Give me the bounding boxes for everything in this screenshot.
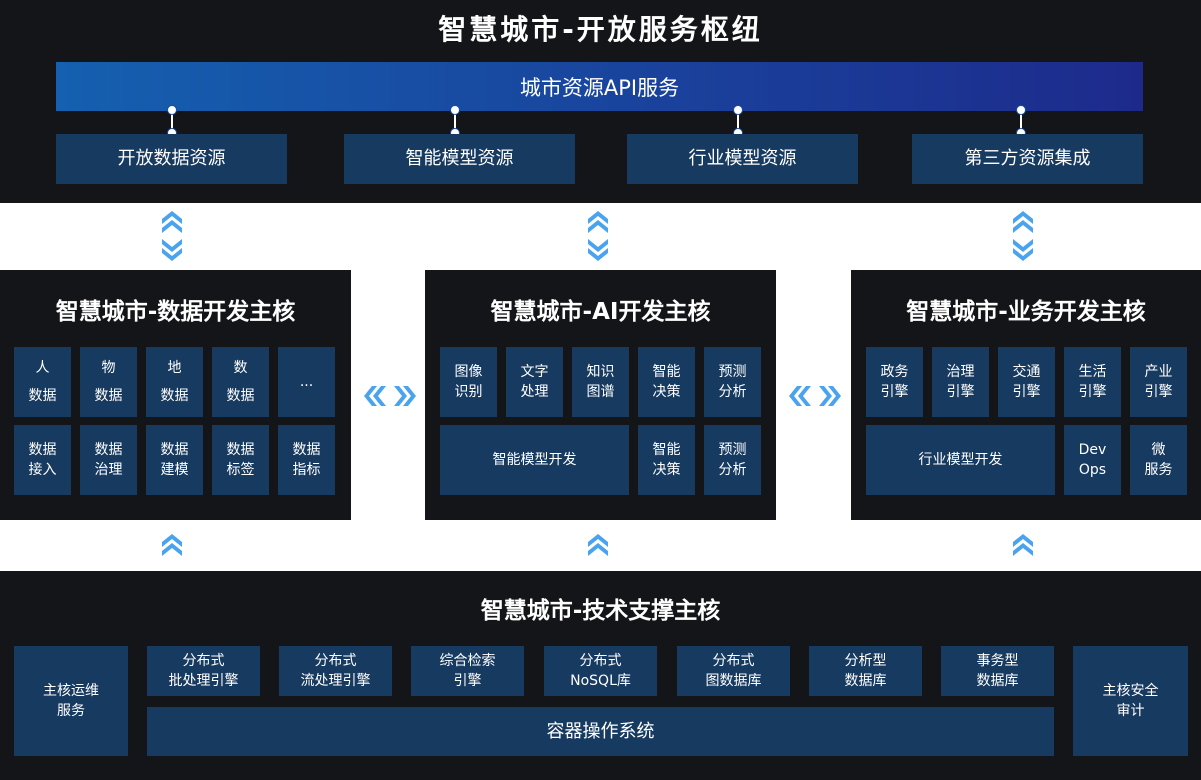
biz-core-item: 微 服务 xyxy=(1130,425,1187,495)
tech-core-title: 智慧城市-技术支撑主核 xyxy=(480,598,721,624)
bidirectional-arrow-icon xyxy=(1013,211,1033,261)
data-core-item-more: ... xyxy=(278,347,335,417)
data-core-panel: 智慧城市-数据开发主核 人 数据 物 数据 地 数据 数 数据 ... 数据 接… xyxy=(0,270,351,520)
biz-core-title: 智慧城市-业务开发主核 xyxy=(906,299,1146,325)
resource-ai-model: 智能模型资源 xyxy=(344,134,575,184)
biz-core-item: Dev Ops xyxy=(1064,425,1121,495)
ai-core-item: 文字 处理 xyxy=(506,347,563,417)
ai-core-title: 智慧城市-AI开发主核 xyxy=(490,299,711,325)
connector-dot xyxy=(1016,105,1026,115)
tech-module: 分布式 NoSQL库 xyxy=(544,646,657,696)
resource-third-party: 第三方资源集成 xyxy=(912,134,1143,184)
connector-dot xyxy=(733,105,743,115)
ai-core-panel: 智慧城市-AI开发主核 图像 识别 文字 处理 知识 图谱 智能 决策 预测 分… xyxy=(425,270,776,520)
biz-core-item: 生活 引擎 xyxy=(1064,347,1121,417)
biz-core-item: 交通 引擎 xyxy=(998,347,1055,417)
data-core-item: 数据 建模 xyxy=(146,425,203,495)
left-right-arrow-icon xyxy=(364,386,416,406)
data-core-item: 数据 指标 xyxy=(278,425,335,495)
biz-core-item: 产业 引擎 xyxy=(1130,347,1187,417)
up-arrow-icon xyxy=(1013,534,1033,556)
up-arrow-icon xyxy=(588,534,608,556)
bidirectional-arrow-icon xyxy=(588,211,608,261)
tech-module: 事务型 数据库 xyxy=(941,646,1054,696)
tech-module: 分析型 数据库 xyxy=(809,646,922,696)
data-core-item: 数据 接入 xyxy=(14,425,71,495)
ai-core-item: 智能 决策 xyxy=(638,425,695,495)
data-core-item: 人 数据 xyxy=(14,347,71,417)
up-arrow-icon xyxy=(162,534,182,556)
data-core-item: 数据 标签 xyxy=(212,425,269,495)
tech-module: 分布式 流处理引擎 xyxy=(279,646,392,696)
ai-core-item: 智能 决策 xyxy=(638,347,695,417)
biz-core-panel: 智慧城市-业务开发主核 政务 引擎 治理 引擎 交通 引擎 生活 引擎 产业 引… xyxy=(851,270,1201,520)
resource-open-data: 开放数据资源 xyxy=(56,134,287,184)
tech-module: 分布式 图数据库 xyxy=(677,646,790,696)
api-service-bar: 城市资源API服务 xyxy=(56,62,1143,111)
bidirectional-arrow-icon xyxy=(162,211,182,261)
data-core-title: 智慧城市-数据开发主核 xyxy=(55,299,296,325)
container-os: 容器操作系统 xyxy=(147,707,1054,756)
security-audit: 主核安全 审计 xyxy=(1073,646,1188,756)
data-core-item: 物 数据 xyxy=(80,347,137,417)
tech-module: 分布式 批处理引擎 xyxy=(147,646,260,696)
ops-service: 主核运维 服务 xyxy=(14,646,128,756)
ai-core-item: 知识 图谱 xyxy=(572,347,629,417)
ai-core-item: 预测 分析 xyxy=(704,347,761,417)
hub-title: 智慧城市-开放服务枢纽 xyxy=(438,13,763,46)
industry-model-dev: 行业模型开发 xyxy=(866,425,1055,495)
open-service-hub-panel: 智慧城市-开放服务枢纽 城市资源API服务 开放数据资源 智能模型资源 行业模型… xyxy=(0,0,1201,203)
data-core-item: 数 数据 xyxy=(212,347,269,417)
ai-model-dev: 智能模型开发 xyxy=(440,425,629,495)
biz-core-item: 政务 引擎 xyxy=(866,347,923,417)
ai-core-item: 预测 分析 xyxy=(704,425,761,495)
biz-core-item: 治理 引擎 xyxy=(932,347,989,417)
tech-module: 综合检索 引擎 xyxy=(411,646,524,696)
tech-core-panel: 智慧城市-技术支撑主核 主核运维 服务 分布式 批处理引擎 分布式 流处理引擎 … xyxy=(0,571,1201,780)
data-core-item: 地 数据 xyxy=(146,347,203,417)
data-core-item: 数据 治理 xyxy=(80,425,137,495)
connector-dot xyxy=(450,105,460,115)
resource-industry-model: 行业模型资源 xyxy=(627,134,858,184)
connector-dot xyxy=(167,105,177,115)
ai-core-item: 图像 识别 xyxy=(440,347,497,417)
left-right-arrow-icon xyxy=(789,386,841,406)
